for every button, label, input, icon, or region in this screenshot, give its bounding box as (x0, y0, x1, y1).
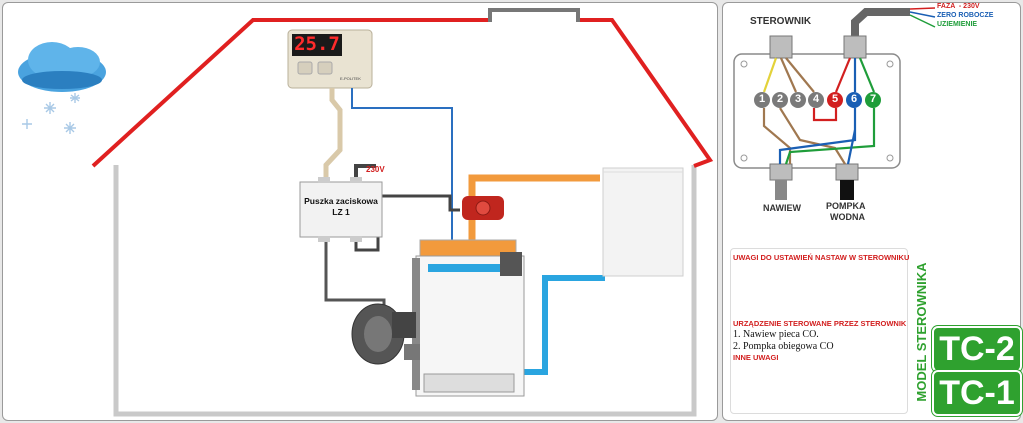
model-vertical-label: MODEL STEROWNIKA (914, 262, 929, 402)
terminal-number: 7 (869, 93, 877, 105)
thermostat-cable (323, 88, 343, 185)
sterownik-label: STEROWNIK (750, 16, 812, 27)
settings-notes-box: UWAGI DO USTAWIEŃ NASTAW W STEROWNIKU UR… (730, 248, 910, 414)
wire-label-faza: FAZA - 230V (937, 3, 980, 10)
chimney (488, 8, 580, 22)
other-notes-heading: INNE UWAGI (733, 353, 779, 362)
terminal-number: 6 (850, 93, 858, 105)
power-voltage-label: 230V (366, 165, 385, 174)
junction-box-subtitle: LZ 1 (332, 207, 350, 217)
model-badge-tc1: TC-1 (932, 370, 1022, 416)
controlled-devices-heading: URZĄDZENIE STEROWANE PRZEZ STEROWNIK (733, 319, 907, 328)
controller-box (733, 53, 901, 169)
house-walls (113, 165, 697, 417)
terminal-number: 3 (794, 93, 802, 105)
blower-fan (351, 303, 420, 365)
terminal-circles (754, 92, 881, 108)
radiator (602, 167, 684, 277)
boiler (412, 239, 525, 397)
terminal-number: 1 (758, 93, 766, 105)
device-item: 1. Nawiew pieca CO. (733, 329, 819, 340)
wire-label-zero: ZERO ROBOCZE (937, 12, 994, 19)
junction-box-title: Puszka zaciskowa (304, 196, 378, 206)
device-item: 2. Pompka obiegowa CO (733, 341, 834, 352)
cloud-icon (18, 42, 106, 92)
wodna-label: WODNA (830, 212, 865, 222)
supply-cable (851, 7, 910, 36)
signal-wire (351, 88, 453, 240)
pompka-label: POMPKA (826, 201, 866, 211)
wire-label-uziemienie: UZIEMIENIE (937, 21, 978, 28)
terminal-number: 2 (776, 93, 784, 105)
house-roof (91, 8, 714, 168)
thermostat-display: 25.7 (294, 33, 340, 55)
nawiew-label: NAWIEW (763, 203, 801, 213)
settings-notes-heading: UWAGI DO USTAWIEŃ NASTAW W STEROWNIKU (733, 253, 910, 262)
power-cable (354, 164, 376, 182)
terminal-number: 4 (812, 93, 820, 105)
thermostat-device (287, 29, 373, 89)
model-badge-tc2: TC-2 (932, 326, 1022, 372)
circulation-pump (462, 196, 504, 220)
junction-box (299, 177, 383, 242)
terminal-number: 5 (831, 93, 839, 105)
snowflake-icons (22, 93, 80, 134)
thermostat-brand: E-POLITEK (340, 76, 361, 81)
